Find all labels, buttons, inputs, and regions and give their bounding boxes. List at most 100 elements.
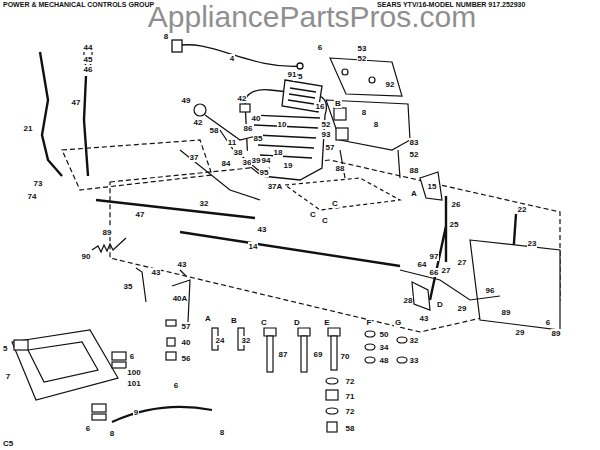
callout-number: 72 bbox=[345, 407, 356, 416]
callout-number: 23 bbox=[527, 239, 538, 248]
callout-number: 89 bbox=[551, 329, 562, 338]
callout-number: 90 bbox=[81, 252, 92, 261]
callout-number: 84 bbox=[221, 159, 232, 168]
throttle-cable bbox=[172, 40, 182, 52]
callout-number: 8 bbox=[109, 429, 115, 438]
callout-number: 19 bbox=[283, 161, 294, 170]
throttle-cable bbox=[172, 40, 303, 69]
callout-number: E bbox=[323, 318, 330, 327]
callout-number: 97 bbox=[429, 252, 440, 261]
callout-number: 4 bbox=[229, 54, 235, 63]
callout-number: 27 bbox=[457, 258, 468, 267]
spring-and-rods bbox=[136, 268, 146, 302]
hardware bbox=[365, 357, 375, 363]
callout-number: C bbox=[321, 216, 329, 225]
callout-number: 25 bbox=[449, 220, 460, 229]
callout-number: A bbox=[410, 189, 418, 198]
callout-number: 40A bbox=[172, 294, 189, 303]
callout-number: 44 bbox=[83, 43, 94, 52]
callout-number: 37A bbox=[267, 182, 284, 191]
spring-and-rods bbox=[172, 280, 190, 322]
battery-tray bbox=[12, 330, 118, 400]
callout-number: 11 bbox=[227, 138, 237, 147]
callout-number: 52 bbox=[357, 54, 368, 63]
callout-number: 74 bbox=[27, 192, 38, 201]
callout-number: 86 bbox=[243, 124, 254, 133]
hardware bbox=[326, 408, 338, 414]
callout-number: C5 bbox=[2, 439, 14, 448]
hardware bbox=[301, 336, 307, 372]
callout-number: 6 bbox=[129, 352, 135, 361]
callout-number: 16 bbox=[315, 102, 326, 111]
hardware bbox=[166, 352, 176, 360]
callout-number: 94 bbox=[261, 156, 272, 165]
callout-number: 27 bbox=[441, 266, 452, 275]
hardware bbox=[267, 336, 273, 372]
linkage bbox=[420, 172, 442, 200]
hardware bbox=[397, 357, 407, 363]
callout-number: 72 bbox=[345, 377, 356, 386]
engine bbox=[252, 115, 320, 158]
callout-number: G bbox=[394, 318, 402, 327]
callout-number: 53 bbox=[357, 44, 368, 53]
linkage bbox=[470, 240, 560, 330]
callout-number: 26 bbox=[451, 200, 462, 209]
callout-number: 89 bbox=[501, 308, 512, 317]
callout-number: 8 bbox=[219, 428, 225, 437]
callout-number: 57 bbox=[325, 143, 336, 152]
callout-number: 9 bbox=[133, 408, 139, 417]
mounting-bracket bbox=[342, 69, 348, 75]
hardware bbox=[397, 337, 407, 343]
mounting-bracket bbox=[326, 100, 410, 150]
callout-number: 43 bbox=[419, 314, 430, 323]
mounting-bracket bbox=[398, 150, 400, 178]
callout-number: 32 bbox=[199, 199, 210, 208]
battery-tray bbox=[112, 352, 126, 360]
callout-number: 38 bbox=[233, 148, 244, 157]
hardware bbox=[326, 390, 338, 400]
callout-number: B bbox=[230, 316, 238, 325]
callout-number: 6 bbox=[317, 43, 323, 52]
callout-number: 49 bbox=[181, 96, 192, 105]
callout-number: 6 bbox=[85, 424, 91, 433]
tractor-frame bbox=[285, 178, 400, 210]
linkage bbox=[194, 104, 206, 116]
callout-number: A bbox=[204, 314, 212, 323]
callout-number: 88 bbox=[409, 166, 420, 175]
callout-number: F bbox=[366, 318, 373, 327]
callout-number: 24 bbox=[215, 336, 226, 345]
control-lever bbox=[96, 200, 255, 218]
callout-number: 47 bbox=[71, 98, 82, 107]
hardware bbox=[166, 320, 176, 326]
control-lever bbox=[40, 52, 62, 176]
callout-number: 37 bbox=[189, 153, 200, 162]
linkage bbox=[62, 50, 560, 330]
control-lever bbox=[430, 196, 446, 300]
linkage bbox=[62, 140, 212, 190]
callout-number: D bbox=[293, 318, 301, 327]
callout-number: 85 bbox=[253, 134, 264, 143]
callout-number: 34 bbox=[379, 343, 390, 352]
hardware bbox=[264, 328, 276, 336]
callout-number: 8 bbox=[361, 108, 367, 117]
callout-number: 15 bbox=[427, 182, 438, 191]
mounting-bracket bbox=[334, 108, 346, 120]
callout-number: 8 bbox=[163, 32, 169, 41]
callout-number: 32 bbox=[241, 336, 252, 345]
callout-number: 28 bbox=[403, 296, 414, 305]
callout-number: 73 bbox=[33, 179, 44, 188]
callout-number: 6 bbox=[545, 318, 551, 327]
callout-number: 35 bbox=[123, 282, 134, 291]
callout-number: 46 bbox=[83, 65, 94, 74]
callout-number: 66 bbox=[429, 268, 440, 277]
callout-number: 40 bbox=[181, 338, 192, 347]
callout-number: 50 bbox=[379, 330, 390, 339]
battery-tray bbox=[92, 414, 106, 420]
callout-number: 64 bbox=[417, 260, 428, 269]
callout-number: 92 bbox=[385, 80, 396, 89]
tractor-frame bbox=[110, 160, 560, 332]
callout-number: 58 bbox=[345, 424, 356, 433]
callout-number: 32 bbox=[409, 336, 420, 345]
callout-number: 96 bbox=[485, 286, 496, 295]
control-lever bbox=[84, 76, 88, 176]
